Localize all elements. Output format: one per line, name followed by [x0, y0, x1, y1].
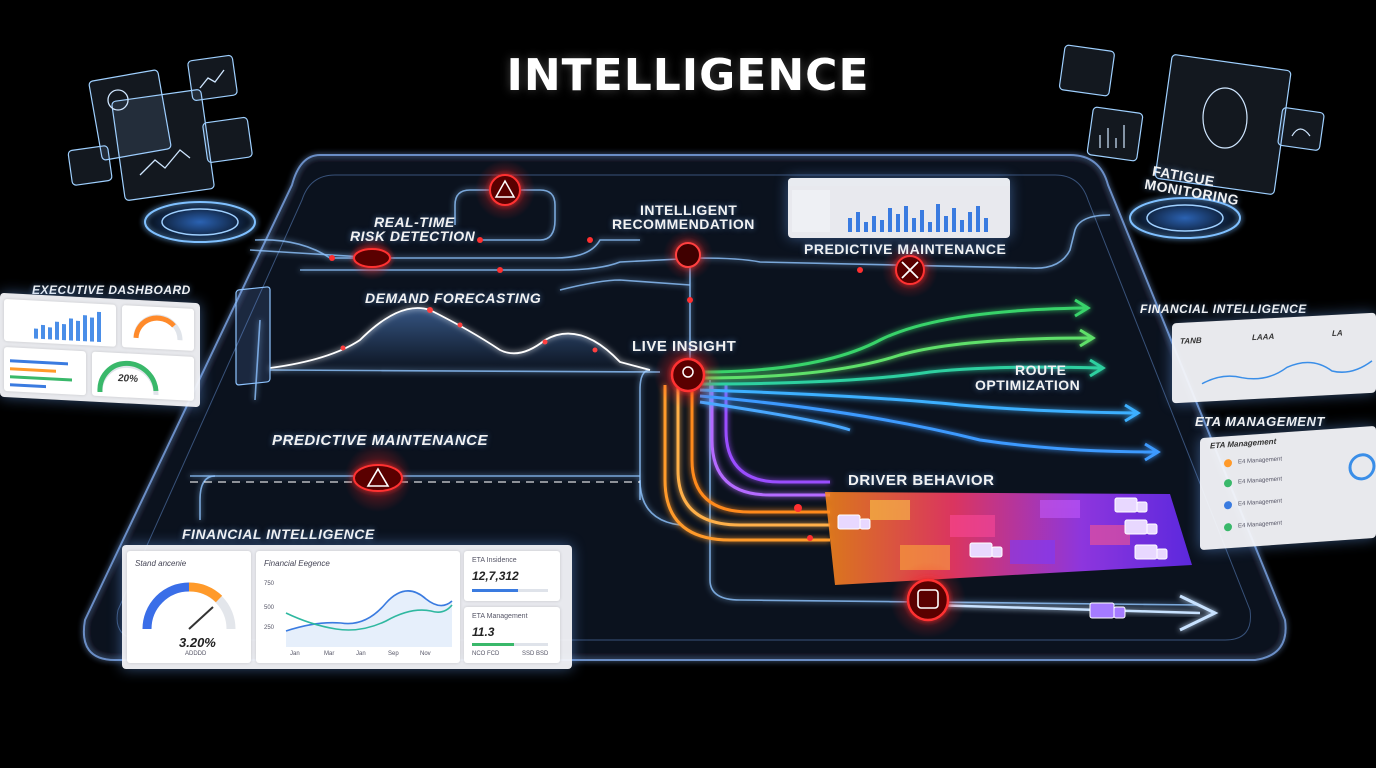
- exec-bar-card: [4, 298, 116, 347]
- eta-insidence-title: ETA Insidence: [472, 557, 517, 564]
- x-tick-5: Nov: [420, 651, 431, 657]
- executive-dashboard-panel: 20%: [0, 292, 200, 408]
- label-financial-intelligence-left: FINANCIAL INTELLIGENCE: [182, 526, 375, 542]
- demand-area: [270, 308, 650, 372]
- gauge-title: Stand ancenie: [135, 559, 187, 568]
- gauge-card: Stand ancenie 3.20% ADDDD: [127, 551, 251, 663]
- financial-line-chart: [285, 590, 453, 647]
- left-rail: [235, 286, 271, 386]
- x-tick-1: Jan: [290, 651, 300, 657]
- page-title: INTELLIGENCE: [506, 50, 870, 101]
- fin-right-line-chart: [1201, 360, 1373, 385]
- label-route: ROUTE: [1015, 362, 1067, 378]
- board-inner: [116, 174, 1251, 641]
- exec-gauge-card-2: 20%: [92, 351, 194, 401]
- x-tick-2: Mar: [324, 651, 335, 657]
- driver-heatmap: [825, 492, 1192, 585]
- line-chart-card: Financial Eegence 750 500 250 Jan Mar Ja…: [256, 551, 460, 663]
- gauge-sub: ADDDD: [185, 651, 207, 657]
- route-arrows: [699, 306, 1156, 454]
- holo-cards-left: [67, 54, 253, 201]
- exec-gauge-value: 20%: [118, 372, 139, 385]
- pedestal-left: [138, 198, 262, 246]
- y-tick-750: 750: [264, 581, 275, 587]
- exec-gauge-2: [97, 360, 159, 396]
- financial-intelligence-right-panel: TANB LAAA LA: [1172, 312, 1376, 404]
- eta-insidence-card: ETA Insidence 12,7,312: [464, 551, 560, 601]
- eta-management-card: ETA Management 11.3 NCO FCD SSD BSD: [464, 607, 560, 663]
- line-chart-title: Financial Eegence: [264, 559, 330, 568]
- label-intelligent: INTELLIGENT: [640, 202, 738, 218]
- eta-management-value: 11.3: [472, 625, 495, 639]
- exec-bar-chart: [34, 311, 101, 343]
- label-demand-forecasting: DEMAND FORECASTING: [365, 290, 542, 306]
- exec-progress-card: [4, 346, 86, 396]
- eta-management-title: ETA Management: [472, 613, 528, 620]
- gauge-dial: [142, 582, 236, 630]
- label-recommendation: RECOMMENDATION: [612, 216, 755, 232]
- label-executive-dashboard: EXECUTIVE DASHBOARD: [32, 283, 191, 297]
- label-live-insight: LIVE INSIGHT: [632, 338, 737, 355]
- label-predictive-maintenance-left: PREDICTIVE MAINTENANCE: [272, 432, 489, 449]
- label-financial-intelligence-right: FINANCIAL INTELLIGENCE: [1140, 302, 1307, 316]
- eta-foot-right: SSD BSD: [522, 651, 549, 657]
- predictive-maintenance-panel: [788, 178, 1010, 238]
- y-tick-500: 500: [264, 605, 275, 611]
- eta-foot-left: NCO FCD: [472, 651, 500, 657]
- label-risk-detection: RISK DETECTION: [350, 228, 476, 244]
- eta-insidence-value: 12,7,312: [472, 569, 519, 583]
- x-tick-3: Jan: [356, 651, 366, 657]
- eta-management-panel: ETA Management E4 Management E4 Manageme…: [1200, 425, 1376, 551]
- label-eta-management: ETA MANAGEMENT: [1195, 414, 1325, 429]
- maintenance-bar-chart: [848, 204, 988, 232]
- financial-intelligence-panel: Stand ancenie 3.20% ADDDD Financial Eege…: [122, 545, 572, 669]
- label-driver-behavior: DRIVER BEHAVIOR: [848, 472, 995, 489]
- label-optimization: OPTIMIZATION: [975, 377, 1081, 393]
- eta-status-dots: [1224, 453, 1376, 532]
- driver-lanes: [663, 385, 830, 542]
- gauge-value: 3.20%: [179, 635, 216, 650]
- exec-gauge: [133, 314, 183, 341]
- exec-gauge-card: [122, 305, 194, 351]
- red-alert-nodes: [344, 160, 966, 638]
- pedestal-right: [1123, 194, 1247, 242]
- label-real-time: REAL-TIME: [374, 214, 455, 230]
- y-tick-250: 250: [264, 625, 275, 631]
- label-predictive-maintenance-top: PREDICTIVE MAINTENANCE: [804, 241, 1007, 257]
- truck-icons: [837, 497, 1168, 619]
- x-tick-4: Sep: [388, 651, 399, 657]
